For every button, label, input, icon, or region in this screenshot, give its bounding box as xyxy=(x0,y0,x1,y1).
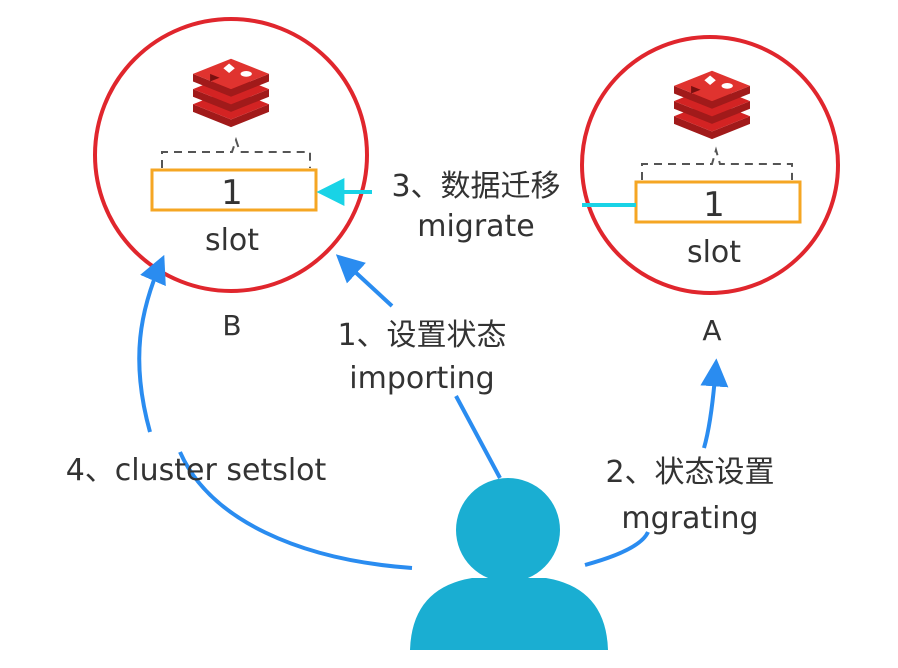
node-a-brace xyxy=(641,146,793,180)
node-b-label: B xyxy=(222,309,241,342)
node-a-circle xyxy=(580,35,840,295)
step3-migrate: 3、数据迁移 migrate xyxy=(316,169,636,244)
step2-label-line2: mgrating xyxy=(621,501,758,536)
node-a: 1 slot A xyxy=(580,35,840,347)
step3-label-line2: migrate xyxy=(417,209,535,244)
step1-label-line2: importing xyxy=(349,361,494,396)
node-b-circle xyxy=(93,17,369,293)
step1-arrow-head xyxy=(335,254,394,308)
node-b: 1 slot B xyxy=(93,17,369,342)
node-a-slot-box xyxy=(634,180,802,224)
step1-arrow xyxy=(454,395,502,479)
node-b-slot-box xyxy=(150,168,318,212)
node-b-brace xyxy=(161,136,311,168)
step1-label-line1: 1、设置状态 xyxy=(337,318,506,353)
step2-label-line1: 2、状态设置 xyxy=(605,455,774,490)
step4-arrow xyxy=(139,260,413,570)
node-b-slot-value: 1 xyxy=(221,173,243,213)
step2-arrow-bottom xyxy=(584,531,650,567)
node-a-slot-label: slot xyxy=(687,235,741,270)
node-b-slot-label: slot xyxy=(205,223,259,258)
step4-setslot: 4、cluster setslot xyxy=(66,260,413,570)
node-a-slot-value: 1 xyxy=(703,185,725,225)
node-a-label: A xyxy=(702,314,721,347)
redis-logo-icon xyxy=(193,58,269,128)
user-icon xyxy=(410,478,608,650)
step2-arrow-top xyxy=(700,358,729,449)
step3-label-line1: 3、数据迁移 xyxy=(391,169,560,204)
redis-logo-icon xyxy=(674,70,750,140)
step4-label: 4、cluster setslot xyxy=(66,453,327,488)
step1-importing: 1、设置状态 importing xyxy=(335,254,507,479)
step2-mgrating: 2、状态设置 mgrating xyxy=(584,358,775,567)
